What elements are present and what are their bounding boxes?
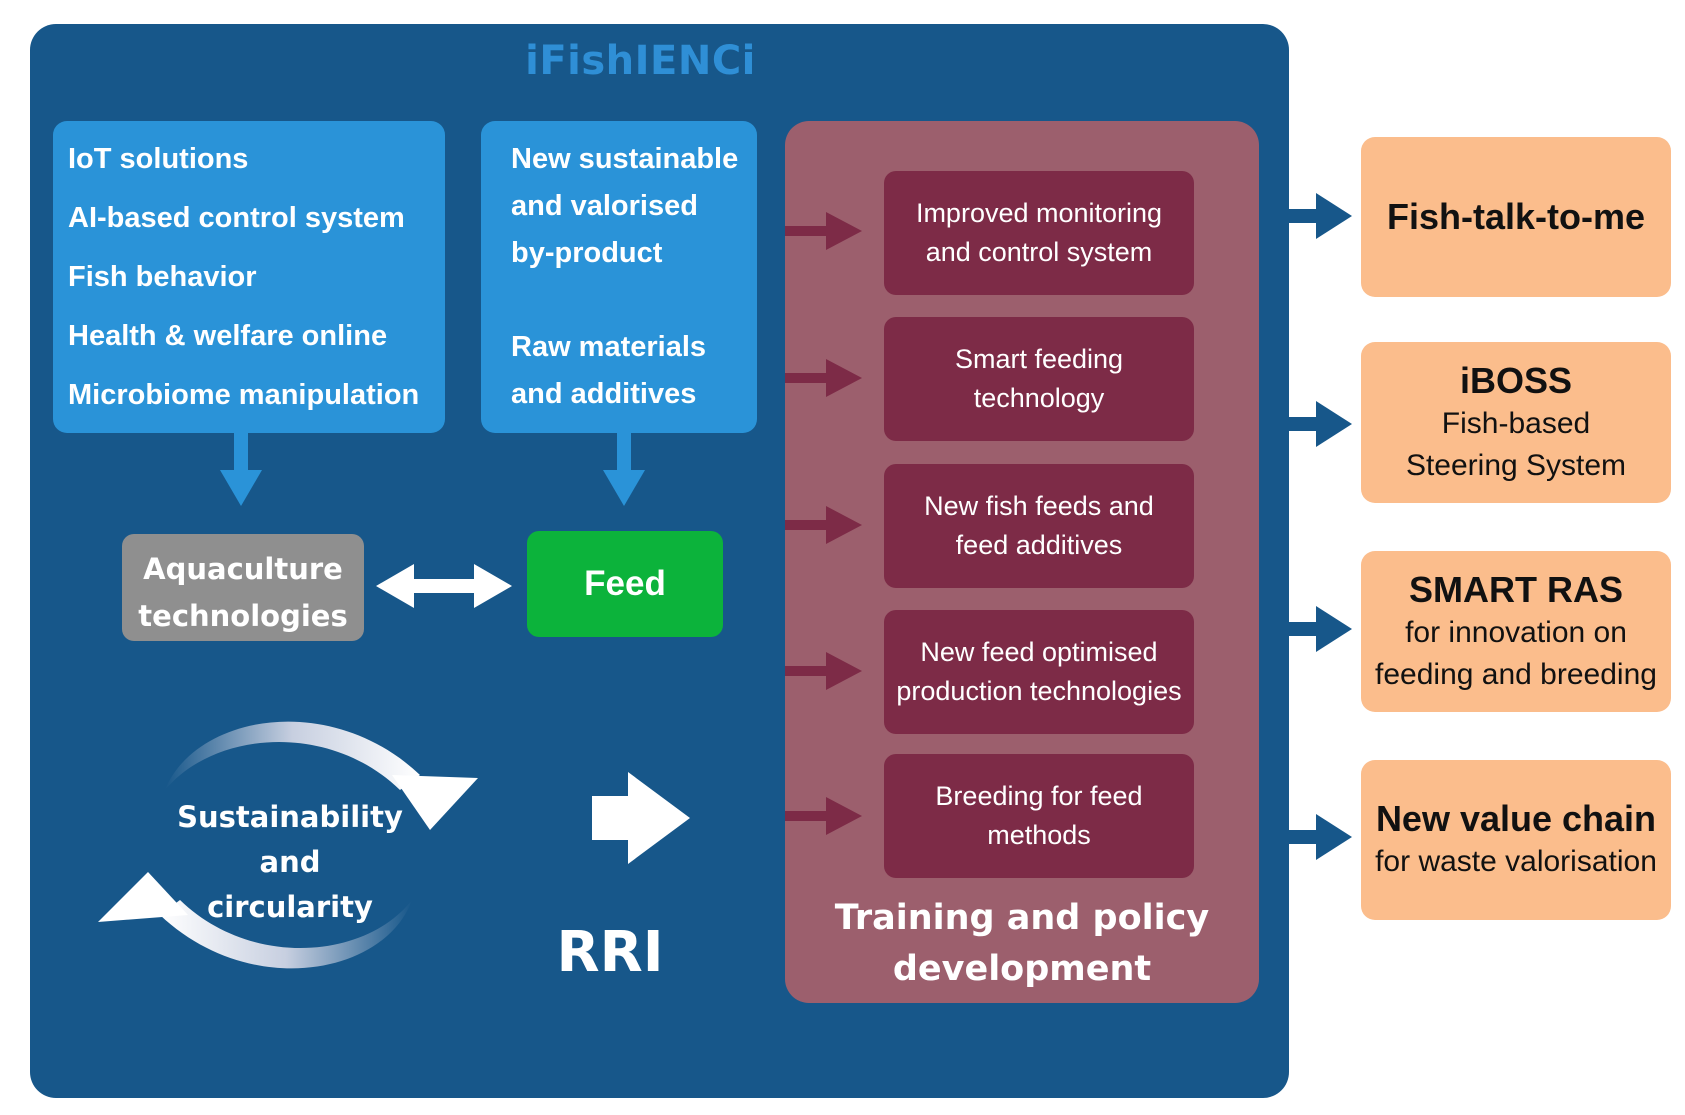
outcome-smart-feeding-line-2: technology xyxy=(973,383,1105,413)
outcome-fish-feeds-box: New fish feeds and feed additives xyxy=(884,464,1194,588)
double-arrow-icon xyxy=(376,564,512,608)
outcome-production-tech-line-1: New feed optimised xyxy=(920,637,1158,667)
arrow-into-production xyxy=(785,652,862,690)
output-value-chain-sub-1: for waste valorisation xyxy=(1375,845,1657,878)
output-fish-talk-to-me: Fish-talk-to-me xyxy=(1361,137,1671,297)
output-iboss-sub-2: Steering System xyxy=(1405,448,1627,482)
outcome-fish-feeds-line-1: New fish feeds and xyxy=(924,491,1154,521)
down-arrow-mid xyxy=(603,433,645,506)
output-smart-ras-sub-1: for innovation on xyxy=(1405,615,1627,649)
byproduct-line-3: by-product xyxy=(511,237,663,269)
output-fish-talk-title: Fish-talk-to-me xyxy=(1386,196,1645,237)
byproduct-line-2: and valorised xyxy=(511,190,698,222)
cycle-line-2: and xyxy=(259,845,321,879)
cycle-line-1: Sustainability xyxy=(177,800,403,834)
output-smart-ras: SMART RAS for innovation on feeding and … xyxy=(1361,551,1671,712)
output-iboss: iBOSS Fish-based Steering System xyxy=(1361,342,1671,503)
cycle-line-3: circularity xyxy=(207,890,373,924)
outcome-breeding-line-2: methods xyxy=(987,820,1091,850)
outcome-breeding-box: Breeding for feed methods xyxy=(884,754,1194,878)
arrow-to-iboss xyxy=(1289,401,1352,447)
topic-iot: IoT solutions xyxy=(68,143,249,175)
maroon-arrows xyxy=(785,212,862,835)
diagram-title: iFishIENCi xyxy=(525,38,756,84)
feed-box: Feed xyxy=(527,531,723,637)
outcome-monitoring-line-2: and control system xyxy=(925,237,1153,267)
rri-right-arrow-icon xyxy=(592,772,690,864)
technology-topics-box: IoT solutions AI-based control system Fi… xyxy=(53,121,445,433)
output-smart-ras-title: SMART RAS xyxy=(1409,568,1623,610)
feed-topics-box: New sustainable and valorised by-product… xyxy=(481,121,757,433)
output-value-chain-title: New value chain xyxy=(1375,798,1657,839)
arrow-to-smart-ras xyxy=(1289,606,1352,652)
rri-label: RRI xyxy=(556,920,664,985)
arrow-to-fish-talk xyxy=(1289,193,1352,239)
training-title-line-2: development xyxy=(892,949,1152,989)
output-smart-ras-sub-2: feeding and breeding xyxy=(1375,657,1657,691)
outcome-breeding-line-1: Breeding for feed xyxy=(935,781,1143,811)
down-arrow-left xyxy=(220,433,262,506)
arrow-into-breeding xyxy=(785,797,862,835)
arrow-into-smart-feeding xyxy=(785,359,862,397)
arrow-into-fish-feeds xyxy=(785,506,862,544)
cycle-arrows-icon xyxy=(98,721,478,969)
topic-ai-control: AI-based control system xyxy=(68,202,405,234)
arrow-into-monitoring xyxy=(785,212,862,250)
output-iboss-title: iBOSS xyxy=(1459,359,1573,401)
topic-health-welfare: Health & welfare online xyxy=(68,320,388,352)
outcome-monitoring-box: Improved monitoring and control system xyxy=(884,171,1194,295)
aquaculture-label-2: technologies xyxy=(138,599,348,633)
aquaculture-label-1: Aquaculture xyxy=(143,552,343,586)
output-iboss-sub-1: Fish-based xyxy=(1441,406,1591,440)
outcome-production-tech-line-2: production technologies xyxy=(896,676,1182,706)
aquaculture-technologies-box: Aquaculture technologies xyxy=(122,534,364,641)
topic-microbiome: Microbiome manipulation xyxy=(68,379,420,411)
training-policy-title: Training and policy development xyxy=(785,893,1259,995)
sustainability-circularity-label: Sustainability and circularity xyxy=(160,795,420,930)
topic-fish-behavior: Fish behavior xyxy=(68,261,257,293)
arrow-to-value-chain xyxy=(1289,814,1352,860)
outcome-smart-feeding-box: Smart feeding technology xyxy=(884,317,1194,441)
output-new-value-chain: New value chain for waste valorisation xyxy=(1361,760,1671,920)
raw-materials-line-2: and additives xyxy=(511,378,697,410)
training-title-line-1: Training and policy xyxy=(834,898,1210,938)
output-arrows xyxy=(1289,193,1352,860)
outcome-smart-feeding-line-1: Smart feeding xyxy=(954,344,1124,374)
outcome-fish-feeds-line-2: feed additives xyxy=(955,530,1123,560)
outcome-production-tech-box: New feed optimised production technologie… xyxy=(884,610,1194,734)
raw-materials-line-1: Raw materials xyxy=(511,331,707,363)
outcome-monitoring-line-1: Improved monitoring xyxy=(915,198,1163,228)
byproduct-line-1: New sustainable xyxy=(511,143,739,175)
